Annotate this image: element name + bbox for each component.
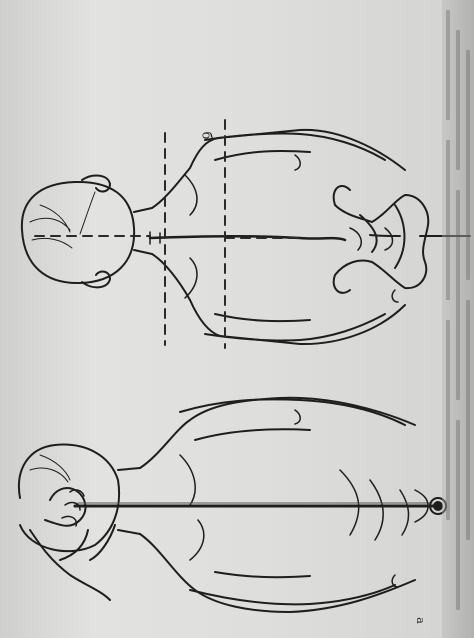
head-b — [22, 182, 134, 283]
figure-label-a: а — [414, 617, 427, 624]
hair-a — [30, 455, 70, 482]
mark-b-2 — [392, 290, 398, 302]
ear-b-left — [82, 272, 110, 288]
neck-a — [118, 468, 140, 534]
text-line — [446, 10, 450, 120]
text-line — [456, 30, 460, 170]
cropped-text-column — [442, 0, 474, 638]
mark-a-1 — [295, 410, 300, 424]
arm-a-upper — [180, 399, 405, 440]
neck-b — [134, 208, 152, 254]
text-line — [446, 140, 450, 300]
rod-tip-a-inner — [434, 502, 442, 510]
text-line — [456, 420, 460, 610]
figure-label-b: б — [198, 132, 213, 140]
mark-b-1 — [295, 155, 300, 170]
figure-a-palpation — [19, 398, 446, 612]
text-line — [446, 320, 450, 520]
text-line — [466, 300, 470, 540]
text-line — [456, 190, 460, 400]
text-line — [466, 50, 470, 280]
sacrum-b — [350, 228, 393, 250]
pelvis-b — [334, 186, 429, 293]
figure-b-back-view — [22, 120, 470, 348]
hair-b — [30, 192, 95, 248]
